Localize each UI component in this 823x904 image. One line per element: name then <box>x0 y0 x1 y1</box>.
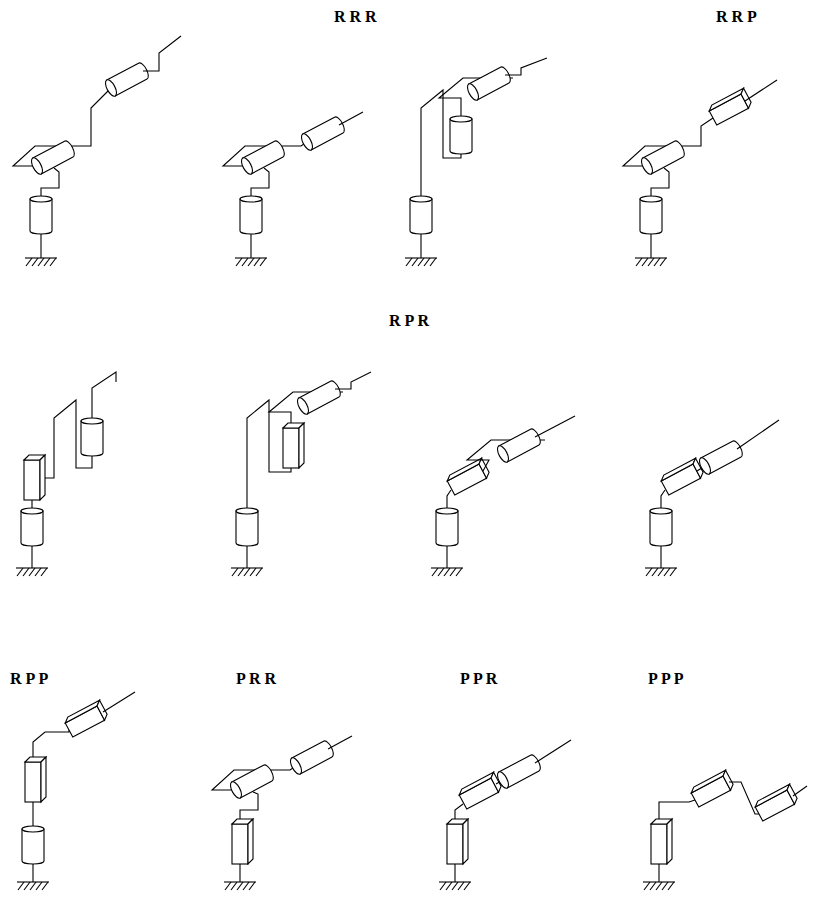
rpp-arm <box>17 692 135 890</box>
rrp-arm <box>623 80 777 266</box>
rpr-arm-2 <box>231 372 371 576</box>
rpr-arm-3 <box>431 416 575 576</box>
ppr-arm <box>439 740 571 890</box>
configuration-label: P R R <box>236 670 276 688</box>
configuration-label: R P P <box>10 670 48 688</box>
configuration-label: P P P <box>648 670 684 688</box>
rpr-arm-4 <box>645 420 779 576</box>
prr-arm <box>212 736 352 890</box>
rrr-arm-1 <box>13 36 181 266</box>
rpr-arm-1 <box>16 372 116 576</box>
rrr-arm-3 <box>405 58 547 266</box>
configuration-label: R R P <box>716 8 757 26</box>
configuration-label: R R R <box>334 8 377 26</box>
rrr-arm-2 <box>223 112 363 266</box>
ppp-arm <box>643 770 807 890</box>
configuration-label: P P R <box>460 670 497 688</box>
configuration-label: R P R <box>389 312 429 330</box>
